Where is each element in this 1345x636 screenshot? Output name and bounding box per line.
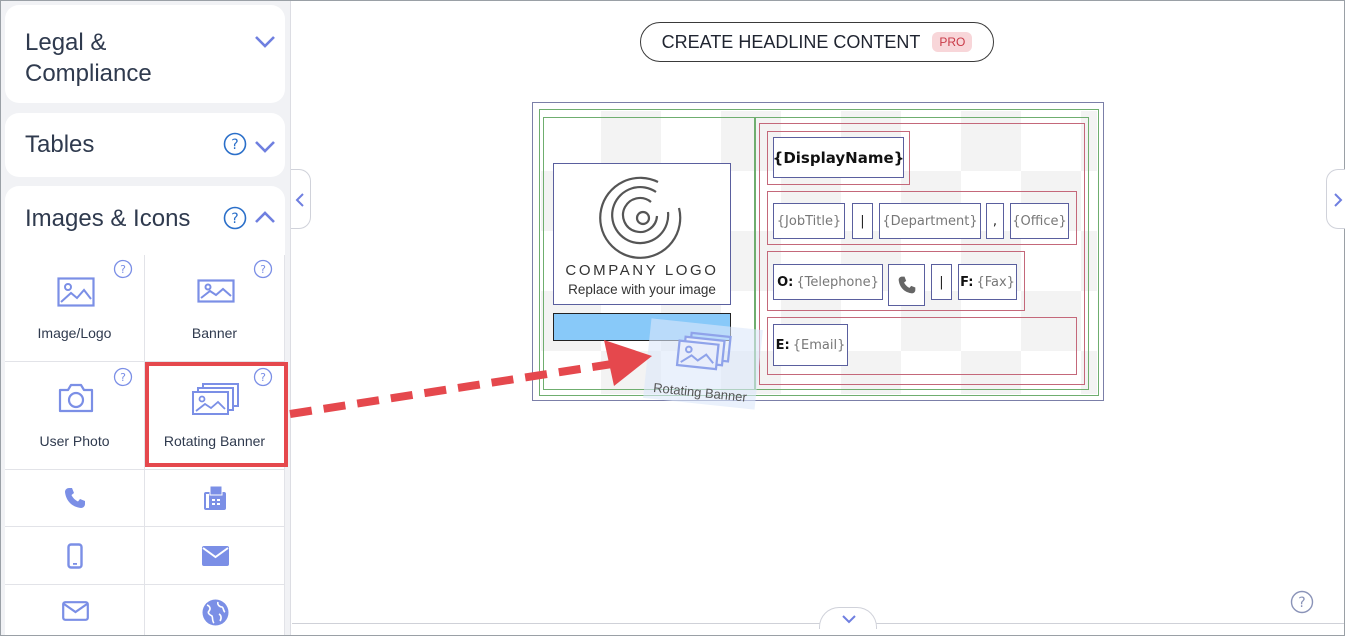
- envelope-outline-icon: [62, 601, 89, 621]
- svg-text:?: ?: [260, 263, 266, 276]
- logo-replace-hint: Replace with your image: [568, 282, 716, 297]
- help-icon[interactable]: ?: [113, 367, 133, 387]
- image-icon: [57, 277, 95, 307]
- token-separator-comma[interactable]: ,: [986, 203, 1004, 239]
- target-logo-icon: [599, 176, 682, 259]
- outer-layout-border: [539, 109, 1099, 396]
- token-separator-pipe[interactable]: |: [852, 203, 873, 239]
- displayname-cell: [767, 131, 910, 185]
- chevron-up-icon[interactable]: [253, 206, 277, 230]
- section-tables[interactable]: Tables ?: [5, 113, 285, 177]
- svg-text:?: ?: [120, 263, 126, 276]
- help-icon[interactable]: ?: [223, 206, 247, 230]
- token-phone-icon[interactable]: [888, 264, 925, 306]
- help-icon[interactable]: ?: [253, 367, 273, 387]
- token-fax[interactable]: F:{Fax}: [958, 264, 1017, 300]
- element-email-filled-icon[interactable]: [145, 527, 285, 585]
- phone-icon: [898, 276, 915, 294]
- section-title-images: Images & Icons: [25, 205, 191, 232]
- phone-icon: [65, 488, 85, 508]
- drag-ghost-rotating-banner: Rotating Banner: [643, 318, 763, 410]
- company-logo-text: COMPANY LOGO: [565, 262, 719, 279]
- pro-badge: PRO: [932, 32, 973, 52]
- expand-right-tab[interactable]: [1326, 169, 1345, 229]
- token-job-title[interactable]: {JobTitle}: [773, 203, 845, 239]
- svg-text:?: ?: [120, 371, 126, 384]
- token-separator-pipe-2[interactable]: |: [931, 264, 952, 300]
- element-phone-icon[interactable]: [5, 470, 145, 527]
- right-inner-table: [759, 123, 1085, 385]
- collapse-left-tab[interactable]: [291, 169, 311, 229]
- editor-canvas: CREATE HEADLINE CONTENT PRO COMPANY LOGO: [291, 1, 1345, 635]
- help-icon[interactable]: ?: [253, 259, 273, 279]
- svg-text:?: ?: [231, 137, 238, 153]
- section-title-tables: Tables: [25, 131, 95, 158]
- token-display-name[interactable]: {DisplayName}: [773, 137, 904, 178]
- svg-text:?: ?: [231, 211, 238, 227]
- section-images-icons[interactable]: Images & Icons ?: [5, 186, 285, 266]
- element-image-logo[interactable]: Image/Logo ?: [5, 255, 145, 362]
- company-logo-placeholder[interactable]: COMPANY LOGO Replace with your image: [553, 163, 731, 305]
- email-row: [767, 317, 1077, 375]
- svg-text:?: ?: [1298, 595, 1305, 611]
- element-banner[interactable]: Banner ?: [145, 255, 285, 362]
- chevron-down-icon: [842, 615, 856, 624]
- element-user-photo[interactable]: User Photo ?: [5, 362, 145, 470]
- token-department[interactable]: {Department}: [879, 203, 981, 239]
- element-email-outline-icon[interactable]: [5, 585, 145, 635]
- right-column[interactable]: [755, 117, 1089, 390]
- token-office[interactable]: {Office}: [1010, 203, 1069, 239]
- banner-icon: [197, 279, 235, 303]
- mobile-icon: [67, 543, 83, 569]
- svg-text:?: ?: [260, 371, 266, 384]
- section-title-legal: Legal & Compliance: [25, 29, 152, 87]
- signature-layout[interactable]: COMPANY LOGO Replace with your image {Di…: [532, 102, 1104, 401]
- token-email[interactable]: E:{Email}: [773, 324, 848, 366]
- chevron-down-icon[interactable]: [253, 134, 277, 158]
- phone-row: [767, 251, 1025, 311]
- job-row: [767, 191, 1077, 245]
- element-globe-icon[interactable]: [145, 585, 285, 635]
- section-legal-compliance[interactable]: Legal & Compliance: [5, 5, 285, 103]
- globe-icon: [202, 599, 229, 626]
- create-headline-button[interactable]: CREATE HEADLINE CONTENT PRO: [640, 22, 994, 62]
- chevron-down-icon[interactable]: [253, 29, 277, 53]
- chevron-right-icon: [1334, 193, 1343, 207]
- element-mobile-icon[interactable]: [5, 527, 145, 585]
- help-icon[interactable]: ?: [1290, 590, 1314, 614]
- token-telephone[interactable]: O:{Telephone}: [773, 264, 883, 300]
- fax-icon: [204, 485, 226, 510]
- chevron-left-icon: [295, 193, 304, 207]
- elements-sidebar: Legal & Compliance Tables ? Images & Ico…: [1, 1, 291, 635]
- camera-icon: [58, 383, 94, 413]
- rotating-banner-icon: [675, 331, 732, 371]
- help-icon[interactable]: ?: [113, 259, 133, 279]
- envelope-filled-icon: [202, 546, 229, 566]
- rotating-banner-icon: [192, 383, 239, 415]
- bottom-divider: [292, 623, 1344, 624]
- highlight-rotating-banner: [145, 362, 288, 467]
- help-icon[interactable]: ?: [223, 132, 247, 156]
- element-fax-icon[interactable]: [145, 470, 285, 527]
- element-rotating-banner[interactable]: Rotating Banner ?: [145, 362, 285, 470]
